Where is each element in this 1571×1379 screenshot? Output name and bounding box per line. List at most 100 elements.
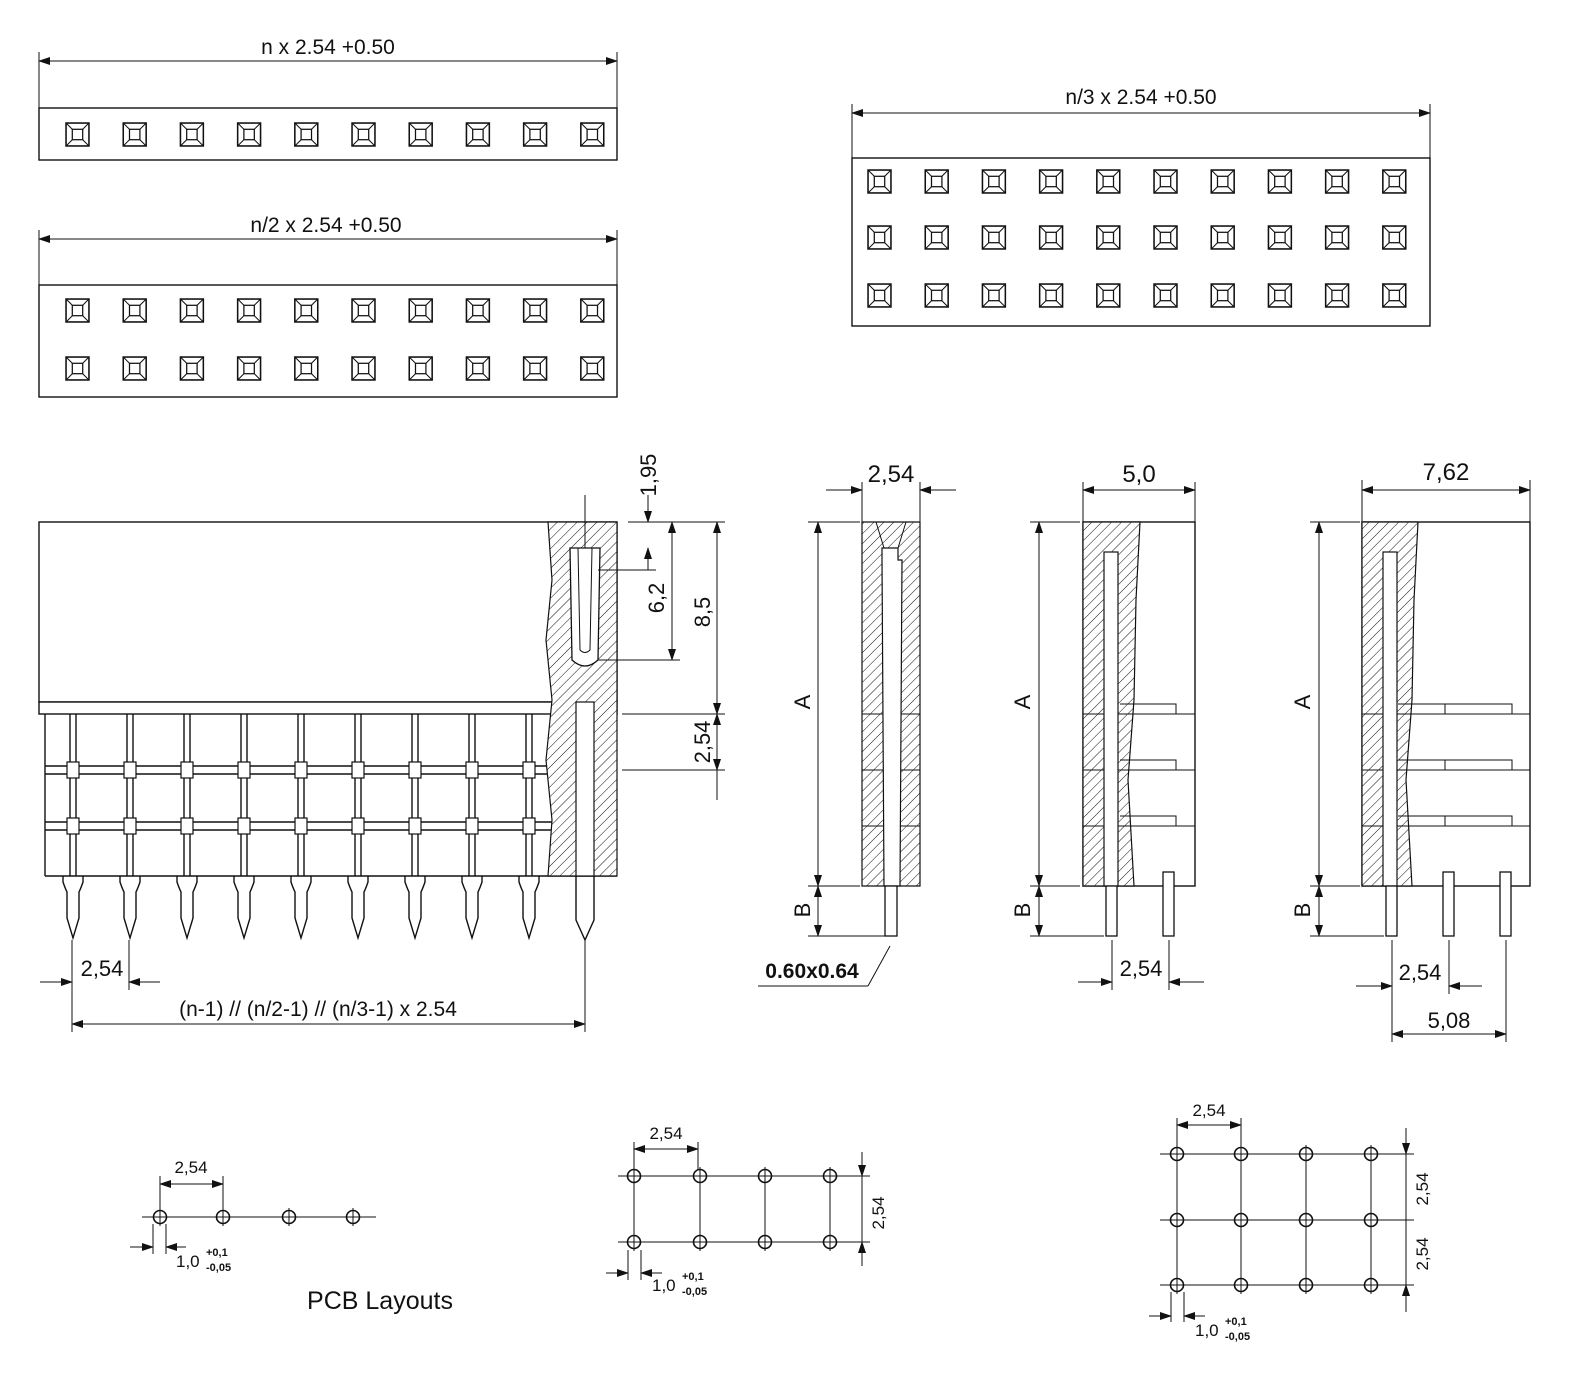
pin-tip bbox=[461, 876, 483, 941]
pin-shoulder bbox=[123, 817, 137, 835]
pcb-double-tol-minus: -0,05 bbox=[682, 1286, 707, 1298]
socket-cell bbox=[294, 356, 319, 381]
pcb-single-tol-minus: -0,05 bbox=[206, 1262, 231, 1274]
side-single-b: B bbox=[790, 903, 815, 918]
pin-shoulder bbox=[180, 817, 194, 835]
socket-cell bbox=[981, 225, 1007, 250]
socket-cell bbox=[522, 122, 548, 147]
socket-cell bbox=[924, 169, 949, 194]
dim-length: (n-1) // (n/2-1) // (n/3-1) x 2.54 bbox=[179, 998, 457, 1021]
socket-cell bbox=[867, 169, 892, 194]
socket-cell bbox=[65, 298, 90, 323]
pin-size-label: 0.60x0.64 bbox=[765, 960, 859, 983]
triple-row-length-label: n/3 x 2.54 +0.50 bbox=[1065, 86, 1216, 109]
double-row-length-label: n/2 x 2.54 +0.50 bbox=[250, 214, 401, 237]
pin-shoulder bbox=[237, 817, 251, 835]
side-single-width: 2,54 bbox=[868, 461, 915, 488]
socket-cell bbox=[522, 356, 548, 381]
socket-cell bbox=[122, 122, 147, 147]
dim-1-95: 1,95 bbox=[636, 454, 661, 497]
pcb-layout-triple: 2,54 2,54 2,54 1,0 +0,1 -0,05 bbox=[1149, 1101, 1432, 1343]
dim-pitch: 2,54 bbox=[81, 956, 124, 981]
socket-cell bbox=[179, 122, 205, 147]
socket-cell bbox=[179, 298, 205, 323]
socket-cell bbox=[1096, 283, 1121, 308]
pcb-triple-tol-plus: +0,1 bbox=[1225, 1316, 1247, 1328]
pin-tip bbox=[290, 876, 312, 941]
side-triple-a: A bbox=[1290, 694, 1315, 709]
socket-cell bbox=[179, 356, 205, 381]
pin-shoulder bbox=[465, 817, 479, 835]
socket-cell bbox=[408, 122, 433, 147]
side-view-double: 5,0 A B 2,54 bbox=[1010, 461, 1204, 990]
socket-cell bbox=[1324, 225, 1350, 250]
socket-cell bbox=[236, 122, 262, 147]
pcb-single-hole: 1,0 bbox=[176, 1252, 200, 1271]
pin-shoulder bbox=[237, 761, 251, 779]
socket-cell bbox=[465, 122, 491, 147]
socket-cell bbox=[924, 225, 949, 250]
side-view-single: 2,54 A B 0.60x0.64 bbox=[758, 461, 956, 987]
socket-cell bbox=[981, 169, 1007, 194]
side-view-triple: 7,62 A B 2,54 5,08 bbox=[1290, 459, 1531, 1042]
pcb-double-tol-plus: +0,1 bbox=[682, 1271, 704, 1283]
pin-shoulder bbox=[408, 761, 422, 779]
socket-cell bbox=[1324, 283, 1350, 308]
side-single-a: A bbox=[790, 694, 815, 709]
pin-tip bbox=[404, 876, 426, 941]
socket-cell bbox=[1096, 169, 1121, 194]
pcb-triple-pitch-v1: 2,54 bbox=[1413, 1172, 1432, 1205]
pin-shoulder bbox=[180, 761, 194, 779]
socket-cell bbox=[522, 298, 548, 323]
pin-shoulder bbox=[123, 761, 137, 779]
pcb-triple-pitch-h: 2,54 bbox=[1192, 1101, 1225, 1120]
pin-tip bbox=[347, 876, 369, 941]
socket-cell bbox=[1267, 169, 1293, 194]
socket-cell bbox=[867, 283, 892, 308]
side-triple-b: B bbox=[1290, 903, 1315, 918]
socket-cell bbox=[580, 298, 605, 323]
socket-cell bbox=[1382, 225, 1407, 250]
pin-tip bbox=[62, 876, 84, 941]
pin-shoulder bbox=[66, 761, 80, 779]
socket-cell bbox=[1038, 225, 1064, 250]
pcb-triple-tol-minus: -0,05 bbox=[1225, 1331, 1250, 1343]
socket-cell bbox=[65, 122, 90, 147]
pin-shoulder bbox=[522, 817, 536, 835]
socket-cell bbox=[580, 356, 605, 381]
socket-cell bbox=[236, 298, 262, 323]
top-view-single-row: n x 2.54 +0.50 bbox=[38, 36, 618, 161]
side-double-pitch: 2,54 bbox=[1120, 956, 1163, 981]
side-triple-width: 7,62 bbox=[1423, 459, 1470, 486]
pcb-double-pitch-h: 2,54 bbox=[649, 1124, 682, 1143]
pin-shoulder bbox=[351, 817, 365, 835]
side-double-width: 5,0 bbox=[1122, 461, 1155, 488]
socket-cell bbox=[1382, 169, 1407, 194]
pin-tip bbox=[233, 876, 255, 941]
socket-cell bbox=[1267, 225, 1293, 250]
socket-cell bbox=[1210, 283, 1235, 308]
socket-cell bbox=[1038, 169, 1064, 194]
socket-cell bbox=[1153, 225, 1178, 250]
socket-cell bbox=[236, 356, 262, 381]
side-triple-span: 5,08 bbox=[1428, 1008, 1471, 1033]
dim-2-54-vertical: 2,54 bbox=[690, 721, 715, 764]
socket-cell bbox=[294, 122, 319, 147]
socket-cell bbox=[122, 298, 147, 323]
pcb-triple-hole: 1,0 bbox=[1195, 1321, 1219, 1340]
socket-cell bbox=[1038, 283, 1064, 308]
top-view-double-row: n/2 x 2.54 +0.50 bbox=[38, 214, 618, 398]
socket-cell bbox=[465, 356, 491, 381]
pin-shoulder bbox=[351, 761, 365, 779]
socket-cell bbox=[408, 356, 433, 381]
pin-shoulder bbox=[66, 817, 80, 835]
socket-cell bbox=[65, 356, 90, 381]
pin-tip bbox=[176, 876, 198, 941]
socket-cell bbox=[351, 356, 376, 381]
pin-shoulder bbox=[294, 817, 308, 835]
side-double-a: A bbox=[1010, 694, 1035, 709]
socket-cell bbox=[924, 283, 949, 308]
pcb-layouts-title: PCB Layouts bbox=[307, 1287, 453, 1315]
pin-shoulder bbox=[408, 817, 422, 835]
